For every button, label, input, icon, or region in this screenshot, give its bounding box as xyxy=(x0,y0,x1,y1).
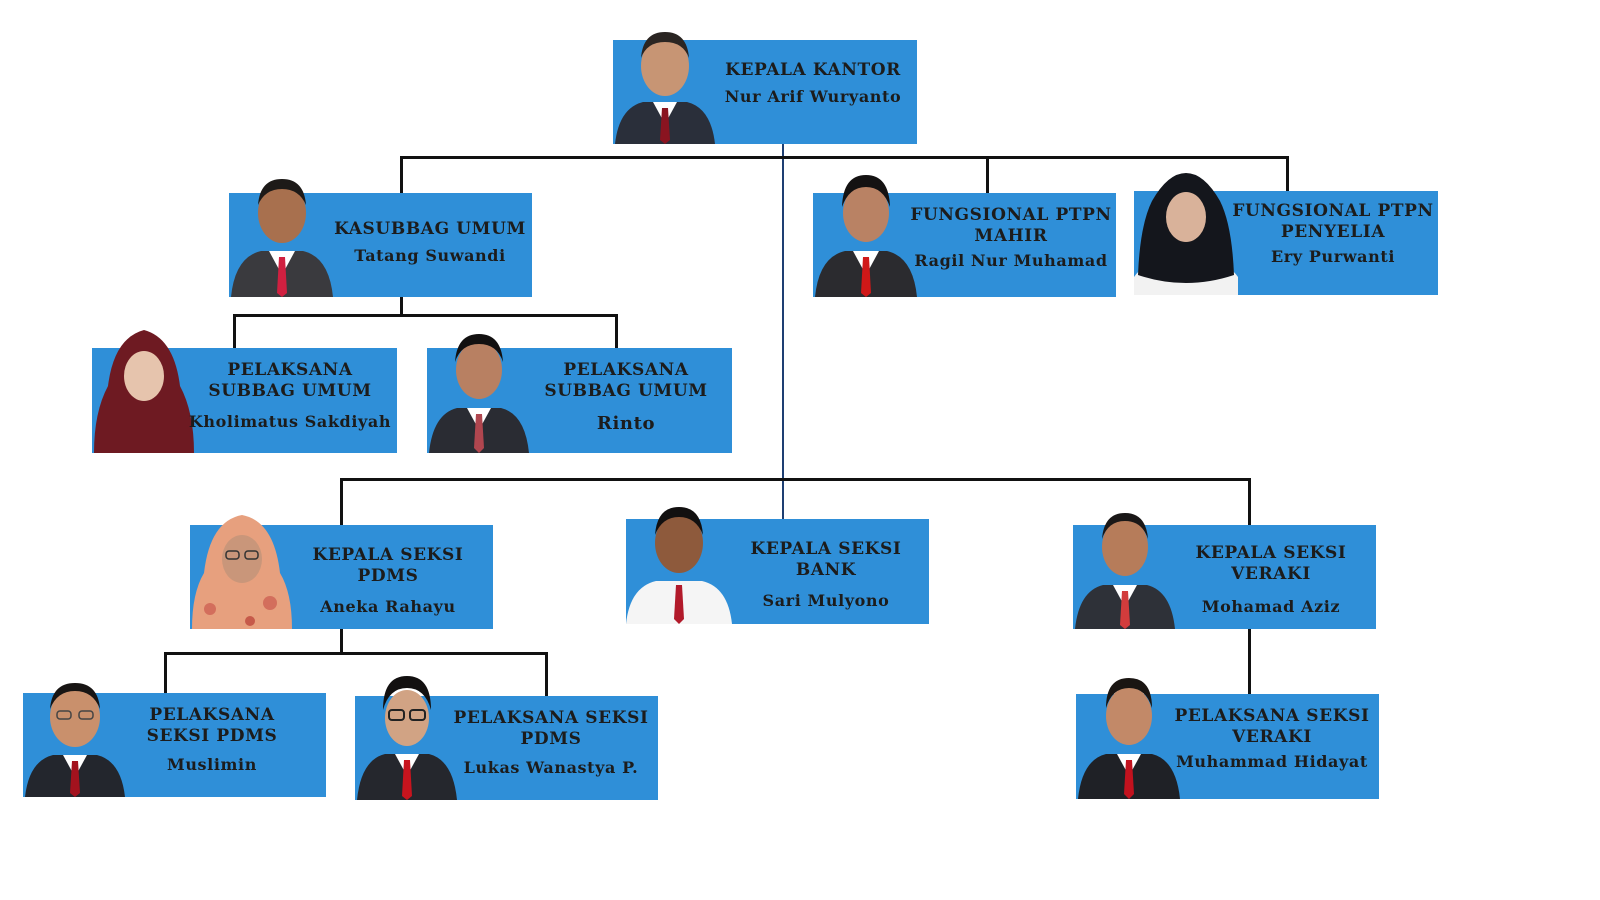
node-person-name: Mohamad Aziz xyxy=(1201,597,1341,616)
portrait-photo xyxy=(1134,173,1238,295)
node-pelaksana-seksi-veraki: PELAKSANA SEKSI VERAKI Muhammad Hidayat xyxy=(1076,678,1379,799)
node-pelaksana-seksi-pdms-1: PELAKSANA SEKSI PDMS Muslimin xyxy=(23,683,326,797)
node-pelaksana-subbag-umum-1: PELAKSANA SUBBAG UMUM Kholimatus Sakdiya… xyxy=(92,330,397,453)
node-pelaksana-seksi-pdms-2: PELAKSANA SEKSI PDMS Lukas Wanastya P. xyxy=(355,676,658,800)
node-title: PELAKSANA SUBBAG UMUM xyxy=(544,360,708,401)
node-title: KEPALA KANTOR xyxy=(725,60,901,80)
connector-to-fungsional-mahir xyxy=(986,156,989,193)
node-person-name: Kholimatus Sakdiyah xyxy=(188,412,392,431)
connector-to-pelaksana-subbag-2 xyxy=(615,314,618,348)
connector-to-pelaksana-subbag-1 xyxy=(233,314,236,348)
connector-to-pelaksana-pdms-1 xyxy=(164,652,167,693)
node-title: KEPALA SEKSI PDMS xyxy=(312,545,464,586)
connector-to-seksi-veraki xyxy=(1248,478,1251,525)
node-kepala-seksi-pdms: KEPALA SEKSI PDMS Aneka Rahayu xyxy=(190,515,493,629)
node-fungsional-ptpn-penyelia: FUNGSIONAL PTPN PENYELIA Ery Purwanti xyxy=(1134,173,1438,295)
node-kepala-seksi-bank: KEPALA SEKSI BANK Sari Mulyono xyxy=(626,507,929,624)
portrait-photo xyxy=(815,175,917,297)
connector-to-fungsional-penyelia xyxy=(1286,156,1289,191)
connector-to-kasubbag xyxy=(400,156,403,193)
connector-subbag-horizontal xyxy=(233,314,618,317)
portrait-photo xyxy=(626,507,732,624)
node-title: FUNGSIONAL PTPN MAHIR xyxy=(910,205,1112,246)
portrait-photo xyxy=(1078,678,1180,799)
node-fungsional-ptpn-mahir: FUNGSIONAL PTPN MAHIR Ragil Nur Muhamad xyxy=(813,175,1116,297)
connector-pdms-down xyxy=(340,629,343,654)
node-person-name: Aneka Rahayu xyxy=(320,597,456,616)
node-person-name: Ragil Nur Muhamad xyxy=(914,251,1108,270)
node-kepala-kantor: KEPALA KANTOR Nur Arif Wuryanto xyxy=(613,32,917,144)
node-pelaksana-subbag-umum-2: PELAKSANA SUBBAG UMUM Rinto xyxy=(427,334,732,453)
connector-veraki-down xyxy=(1248,628,1251,694)
connector-seksi-horizontal xyxy=(340,478,1251,481)
node-title: FUNGSIONAL PTPN PENYELIA xyxy=(1232,201,1434,242)
node-person-name: Muslimin xyxy=(167,755,257,774)
connector-top-horizontal xyxy=(400,156,1288,159)
node-person-name: Muhammad Hidayat xyxy=(1176,752,1368,771)
node-title: KEPALA SEKSI BANK xyxy=(750,539,902,580)
portrait-photo xyxy=(429,334,529,453)
node-kasubbag-umum: KASUBBAG UMUM Tatang Suwandi xyxy=(229,179,532,297)
node-person-name: Nur Arif Wuryanto xyxy=(724,87,902,106)
node-title: KEPALA SEKSI VERAKI xyxy=(1195,543,1347,584)
connector-to-seksi-pdms xyxy=(340,478,343,525)
portrait-photo xyxy=(1075,513,1175,629)
portrait-photo xyxy=(615,32,715,144)
node-title: KASUBBAG UMUM xyxy=(334,219,526,239)
connector-to-pelaksana-pdms-2 xyxy=(545,652,548,696)
node-person-name: Tatang Suwandi xyxy=(354,246,506,265)
portrait-photo xyxy=(357,676,457,800)
node-person-name: Lukas Wanastya P. xyxy=(463,758,639,777)
node-title: PELAKSANA SEKSI PDMS xyxy=(146,705,278,746)
node-person-name: Sari Mulyono xyxy=(762,591,890,610)
portrait-photo xyxy=(231,179,333,297)
node-person-name: Ery Purwanti xyxy=(1270,247,1396,266)
connector-pdms-horizontal xyxy=(164,652,548,655)
node-title: PELAKSANA SEKSI VERAKI xyxy=(1174,706,1370,747)
node-title: PELAKSANA SUBBAG UMUM xyxy=(208,360,372,401)
portrait-photo xyxy=(192,515,292,629)
node-person-name: Rinto xyxy=(596,413,656,434)
portrait-photo xyxy=(94,330,194,453)
trunk-line xyxy=(782,144,784,524)
node-title: PELAKSANA SEKSI PDMS xyxy=(453,708,649,749)
portrait-photo xyxy=(25,683,125,797)
node-kepala-seksi-veraki: KEPALA SEKSI VERAKI Mohamad Aziz xyxy=(1073,513,1376,629)
connector-kasubbag-down xyxy=(400,296,403,316)
